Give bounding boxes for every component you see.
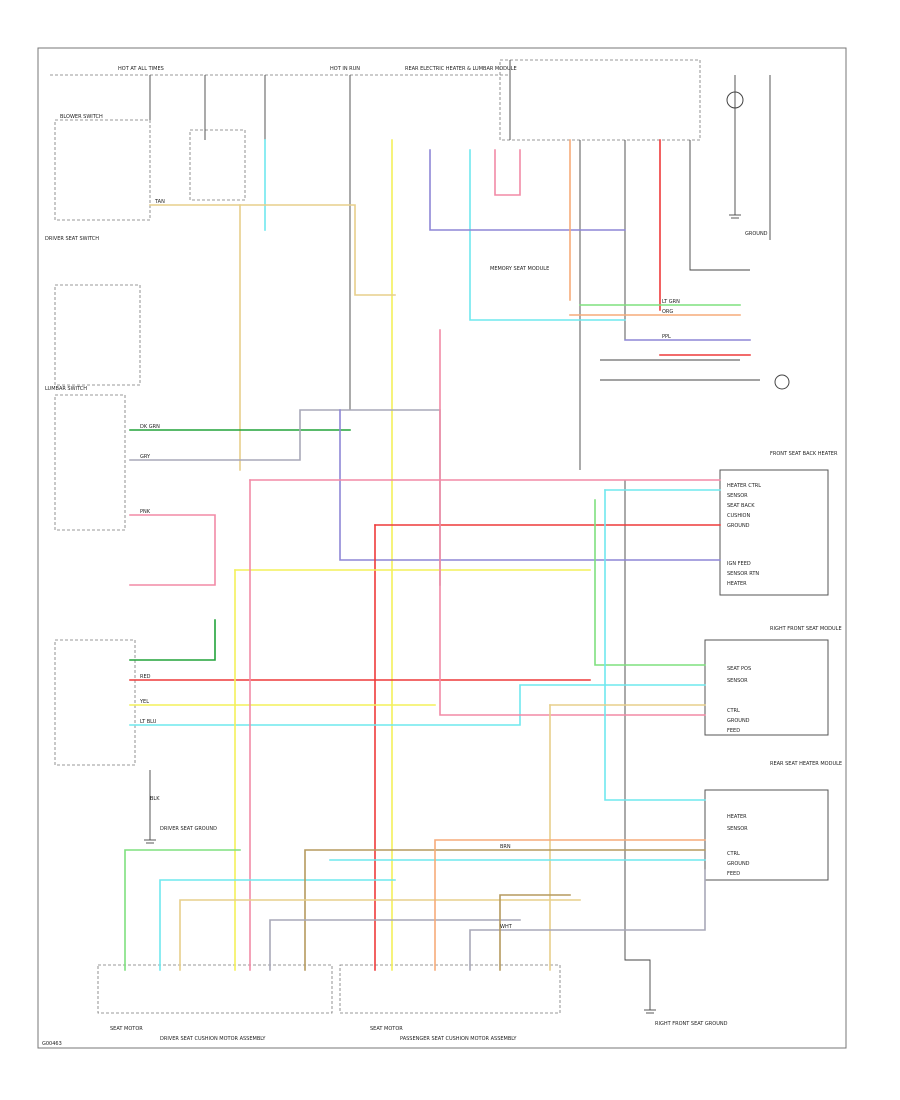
rm2-pin-0: SEAT POS <box>727 666 751 672</box>
fuse-box-top-center <box>189 129 246 201</box>
wire-gray <box>129 409 441 586</box>
right-module-1 <box>719 469 829 596</box>
rm3-pin-1: SENSOR <box>727 826 748 832</box>
label-right-box-2: RIGHT FRONT SEAT MODULE <box>770 626 842 632</box>
label-fuse-pdb-2: HOT IN RUN <box>330 66 360 72</box>
lamp-icon-top-right <box>726 91 744 109</box>
wire-gray-bottom2 <box>469 869 706 971</box>
right-module-1-pins: HEATER CTRL SENSOR SEAT BACK CUSHION GRO… <box>727 483 761 587</box>
rm3-pin-2: CTRL <box>727 851 740 857</box>
label-seat-motor-left: SEAT MOTOR <box>110 1026 143 1032</box>
rm1-pin-5: IGN FEED <box>727 561 751 567</box>
wire-brown-bottom <box>304 849 706 971</box>
rm2-pin-3: GROUND <box>727 718 750 724</box>
wire-purple-left <box>339 409 721 561</box>
wlabel-tan: TAN <box>154 199 165 205</box>
right-module-3-pins: HEATER SENSOR CTRL GROUND FEED <box>727 814 750 877</box>
wire-orange-bottom <box>434 839 706 971</box>
lower-left-switch-box <box>54 639 136 766</box>
colored-wires <box>124 139 751 971</box>
rm1-pin-0: HEATER CTRL <box>727 483 761 489</box>
label-bottom-right-assembly: PASSENGER SEAT CUSHION MOTOR ASSEMBLY <box>400 1036 517 1042</box>
rm3-pin-3: GROUND <box>727 861 750 867</box>
label-driver-seat-switch: DRIVER SEAT SWITCH <box>45 236 99 242</box>
bottom-left-connector-box <box>97 964 333 1014</box>
module-box-top-right <box>499 59 701 141</box>
wire-lt-green-bottom <box>124 849 241 971</box>
wlabel-wht: WHT <box>500 924 513 930</box>
wlabel-org: ORG <box>662 309 673 315</box>
wire-brown-right <box>499 894 571 971</box>
label-fuse-pdb-1: HOT AT ALL TIMES <box>118 66 164 72</box>
label-right-box-3: REAR SEAT HEATER MODULE <box>770 761 842 767</box>
rm2-pin-1: SENSOR <box>727 678 748 684</box>
component-labels: BLOWER SWITCH HOT AT ALL TIMES HOT IN RU… <box>45 66 842 1042</box>
right-module-2-pins: SEAT POS SENSOR CTRL GROUND FEED <box>727 666 751 734</box>
wire-gray-bottom <box>269 919 521 971</box>
rm1-pin-4: GROUND <box>727 523 750 529</box>
wlabel-pnk: PNK <box>140 509 151 515</box>
wire-pink-lower <box>439 329 706 716</box>
rm1-pin-7: HEATER <box>727 581 747 587</box>
wlabel-dkgrn: DK GRN <box>140 424 160 430</box>
wlabel-blk: BLK <box>150 796 160 802</box>
right-module-2 <box>704 639 829 736</box>
bottom-right-connector-box <box>339 964 561 1014</box>
wlabel-yel: YEL <box>139 699 149 705</box>
wire-lt-blue-module-down <box>604 489 706 801</box>
rm1-pin-3: CUSHION <box>727 513 750 519</box>
ground-symbols <box>144 210 741 1014</box>
label-right-box-1: FRONT SEAT BACK HEATER <box>770 451 838 457</box>
lumbar-switch-box <box>54 394 126 531</box>
wlabel-brn: BRN <box>500 844 511 850</box>
wire-lt-blue-bottom <box>159 879 396 971</box>
wlabel-pur: PPL <box>662 334 671 340</box>
blower-switch-box <box>54 119 151 221</box>
label-ground-right: RIGHT FRONT SEAT GROUND <box>655 1021 728 1027</box>
label-lumbar-switch: LUMBAR SWITCH <box>45 386 87 392</box>
label-ground-center: GROUND <box>745 231 768 237</box>
rm2-pin-2: CTRL <box>727 708 740 714</box>
rm1-pin-1: SENSOR <box>727 493 748 499</box>
rm3-pin-4: FEED <box>727 871 740 877</box>
right-module-3 <box>704 789 829 881</box>
wire-tan-bottom <box>179 899 581 971</box>
label-seat-motor-right: SEAT MOTOR <box>370 1026 403 1032</box>
label-ground-left: DRIVER SEAT GROUND <box>160 826 217 832</box>
wire-color-labels: LT GRN DK GRN RED YEL PNK TAN ORG LT BLU… <box>139 199 680 930</box>
rm1-pin-6: SENSOR RTN <box>727 571 759 577</box>
lamp-icon-mid-right <box>774 374 790 390</box>
driver-seat-switch-box <box>54 284 141 386</box>
wire-lt-green-down <box>594 499 706 666</box>
wire-lt-blue-right <box>469 149 626 321</box>
wire-lt-blue-left <box>129 684 706 726</box>
wire-pink-mid <box>129 514 216 586</box>
wire-tan-top <box>149 204 396 296</box>
wire-dk-green-left <box>129 619 216 661</box>
rm1-pin-2: SEAT BACK <box>727 503 755 509</box>
label-blower-switch: BLOWER SWITCH <box>60 114 103 120</box>
label-mirror-module: MEMORY SEAT MODULE <box>490 266 549 272</box>
rm3-pin-0: HEATER <box>727 814 747 820</box>
wire-pink-top <box>494 149 521 196</box>
rm2-pin-4: FEED <box>727 728 740 734</box>
footer-code: G00463 <box>42 1041 62 1047</box>
label-bottom-left-assembly: DRIVER SEAT CUSHION MOTOR ASSEMBLY <box>160 1036 266 1042</box>
wire-purple-top <box>429 149 626 231</box>
diagram-frame <box>37 47 847 1049</box>
wlabel-gry: GRY <box>140 454 151 460</box>
wlabel-lblu: LT BLU <box>140 719 157 725</box>
black-wires <box>149 60 771 1010</box>
label-rear-module: REAR ELECTRIC HEATER & LUMBAR MODULE <box>405 66 517 72</box>
wlabel-ltgrn: LT GRN <box>662 299 680 305</box>
wlabel-red: RED <box>140 674 151 680</box>
